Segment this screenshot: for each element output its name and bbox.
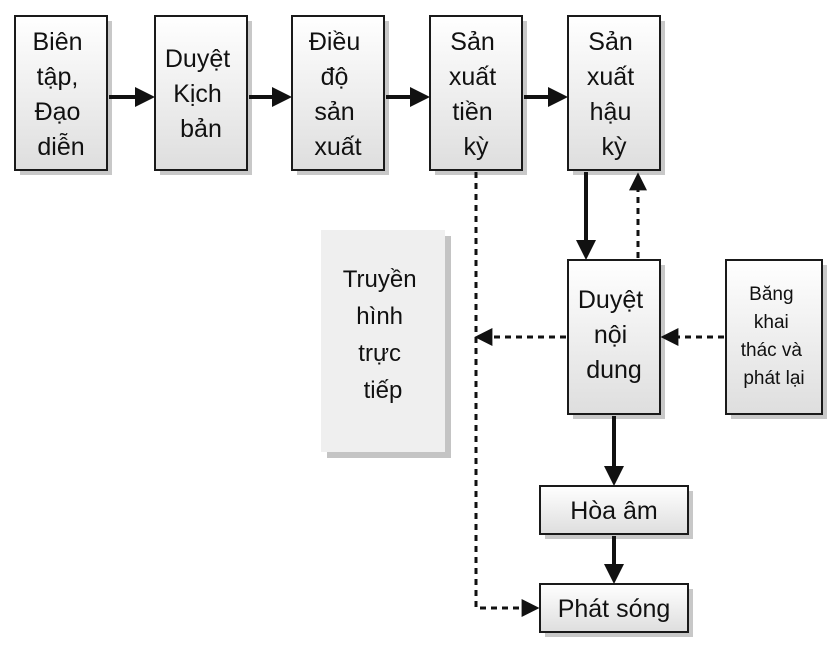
node-duyet-noi-dung: Duyệt nội dung [567, 259, 665, 419]
node-bang-khai-thac: Băng khai thác và phát lại [725, 259, 827, 419]
live-tv-panel: Truyền hình trực tiếp [321, 230, 451, 458]
node-dieu-do-san-xuat: Điều độ sản xuất [291, 15, 389, 175]
svg-text:Sản xuất tiền: Sản xuất tiền kỳ [449, 28, 503, 161]
svg-text:Biên tập, Đạo: Biên tập, Đạo diễn [33, 28, 90, 161]
svg-text:Băng khai thác và: Băng khai thác và phát lại [741, 284, 808, 389]
node-bien-tap: Biên tập, Đạo diễn [14, 15, 112, 175]
live-tv-label: Truyền hình trực tiếp [343, 266, 423, 404]
node-hoa-am: Hòa âm [539, 485, 693, 539]
node-san-xuat-hau-ky: Sản xuất hậu kỳ [567, 15, 665, 175]
dashed-line-tien-ky-to-phat-song [474, 172, 540, 617]
svg-text:Điều độ sản: Điều độ sản xuất [309, 28, 367, 161]
svg-text:Sản xuất hậu: Sản xuất hậu kỳ [587, 28, 641, 161]
svg-text:Duyệt nội dung: Duyệt nội dung [578, 286, 650, 384]
node-phat-song: Phát sóng [539, 583, 693, 637]
svg-text:Duyệt Kịch bản: Duyệt Kịch bản [165, 45, 237, 143]
svg-text:Phát sóng: Phát sóng [558, 595, 671, 623]
svg-text:Hòa âm: Hòa âm [570, 497, 658, 525]
node-san-xuat-tien-ky: Sản xuất tiền kỳ [429, 15, 527, 175]
node-duyet-kich-ban: Duyệt Kịch bản [154, 15, 252, 175]
